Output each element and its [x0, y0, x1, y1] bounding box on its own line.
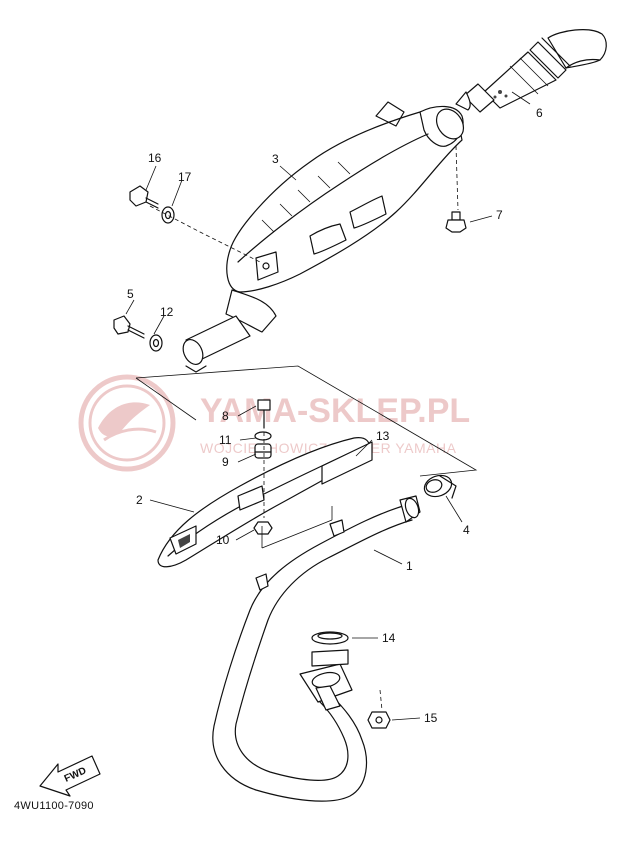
- part-10-nut: [253, 521, 273, 535]
- watermark: YAMA-SKLEP.PL WOJCIECHOWICZ DEALER YAMAH…: [78, 374, 470, 472]
- part-14-gasket: [311, 631, 349, 667]
- part-8-bolt: [257, 399, 271, 429]
- assembly-dashed-lines: [149, 145, 459, 711]
- callout-6: 6: [536, 106, 543, 120]
- callout-8: 8: [222, 409, 229, 423]
- part-12-washer: [149, 334, 163, 352]
- part-5-bolt: [113, 315, 145, 339]
- part-7-bolt: [445, 211, 467, 233]
- callout-3: 3: [272, 152, 279, 166]
- watermark-logo-icon: [78, 374, 176, 472]
- callout-5: 5: [127, 287, 134, 301]
- callout-17: 17: [178, 170, 192, 184]
- part-9-grommet: [254, 443, 272, 459]
- callout-labels: 16 17 3 5 12 6 7 8 11 9 10 13 2 4 1 14 1…: [127, 106, 543, 725]
- part-2-protector: [157, 437, 370, 568]
- callout-16: 16: [148, 151, 162, 165]
- callout-12: 12: [160, 305, 174, 319]
- callout-15: 15: [424, 711, 438, 725]
- diagram-code: 4WU1100-7090: [14, 800, 94, 812]
- part-16-bolt: [129, 185, 159, 209]
- part-17-washer: [161, 206, 175, 224]
- exploded-view-boundary: [135, 365, 478, 549]
- callout-1: 1: [406, 559, 413, 573]
- part-6-tailpipe: [455, 29, 607, 113]
- callout-14: 14: [382, 631, 396, 645]
- part-4-gasket: [423, 474, 457, 499]
- part-1-exhaust-pipe: [212, 495, 421, 802]
- callout-2: 2: [136, 493, 143, 507]
- callout-11: 11: [219, 433, 232, 447]
- callout-13: 13: [376, 429, 390, 443]
- callout-9: 9: [222, 455, 229, 469]
- part-3-muffler: [182, 101, 465, 373]
- fwd-arrow-icon: FWD: [39, 755, 101, 797]
- callout-7: 7: [496, 208, 503, 222]
- callout-4: 4: [463, 523, 470, 537]
- watermark-title: YAMA-SKLEP.PL: [200, 392, 470, 430]
- callout-10: 10: [216, 533, 230, 547]
- leader-lines: [125, 91, 531, 721]
- part-11-collar: [254, 431, 272, 441]
- part-15-nut: [367, 711, 391, 729]
